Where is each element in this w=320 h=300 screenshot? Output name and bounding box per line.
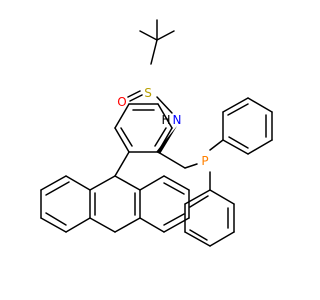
atom-labels: O S N H P [117,86,208,168]
benzene-ring-upper [114,103,173,153]
stereocenter-bonds [156,126,198,169]
sulfinyl-group [127,90,173,114]
oxygen-label: O [117,95,126,109]
aryl-link-bond [114,151,130,177]
molecule-structure: O S N H P [40,19,273,247]
phenyl-ring-lower-right [184,171,235,247]
nitrogen-label: N [173,113,182,127]
anthracene-group [40,175,190,233]
phosphorus-label: P [201,154,208,168]
sulfur-label: S [144,86,152,100]
phenyl-ring-upper-right [209,97,273,155]
molecule-canvas: O S N H P [40,19,273,247]
hydrogen-label: H [161,113,170,127]
tert-butyl-group [139,19,175,65]
